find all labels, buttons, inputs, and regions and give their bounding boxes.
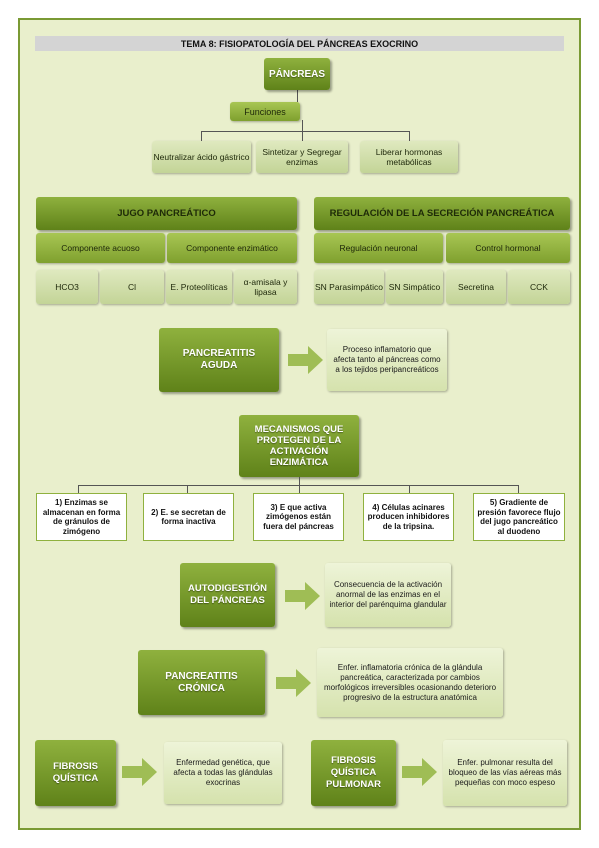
- connector: [187, 485, 188, 493]
- mecanismo-item: 5) Gradiente de presión favorece flujo d…: [473, 493, 565, 541]
- leaf-secretina: Secretina: [446, 270, 506, 304]
- fibrosis-quistica-node: FIBROSIS QUÍSTICA: [35, 740, 116, 806]
- control-hormonal: Control hormonal: [446, 233, 570, 263]
- arrow-right-icon: [402, 758, 437, 786]
- regulacion-neuronal: Regulación neuronal: [314, 233, 443, 263]
- fibrosis-quistica-pulmonar-node: FIBROSIS QUÍSTICA PULMONAR: [311, 740, 396, 806]
- connector: [78, 485, 79, 493]
- mecanismos-node: MECANISMOS QUE PROTEGEN DE LA ACTIVACIÓN…: [239, 415, 359, 477]
- leaf-cl: Cl: [100, 270, 164, 304]
- leaf-cck: CCK: [508, 270, 570, 304]
- arrow-right-icon: [276, 669, 311, 697]
- connector: [518, 485, 519, 493]
- leaf-amilasa-lipasa: α-amisala y lipasa: [234, 270, 297, 304]
- autodigestion-node: AUTODIGESTIÓN DEL PÁNCREAS: [180, 563, 275, 627]
- regulacion-header: REGULACIÓN DE LA SECRECIÓN PANCREÁTICA: [314, 197, 570, 230]
- leaf-sn-simpatico: SN Simpático: [386, 270, 443, 304]
- connector: [297, 90, 298, 102]
- componente-acuoso: Componente acuoso: [36, 233, 165, 263]
- jugo-pancreatico-header: JUGO PANCREÁTICO: [36, 197, 297, 230]
- connector: [201, 131, 202, 141]
- connector: [409, 485, 410, 493]
- pancreatitis-aguda-desc: Proceso inflamatorio que afecta tanto al…: [327, 329, 447, 391]
- funcion-item: Sintetizar y Segregar enzimas: [256, 141, 348, 173]
- mecanismo-item: 4) Células acinares producen inhibidores…: [363, 493, 454, 541]
- mecanismo-item: 2) E. se secretan de forma inactiva: [143, 493, 234, 541]
- arrow-right-icon: [122, 758, 157, 786]
- fibrosis-quistica-desc: Enfermedad genética, que afecta a todas …: [164, 742, 282, 804]
- mecanismo-item: 1) Enzimas se almacenan en forma de grán…: [36, 493, 127, 541]
- connector: [409, 131, 410, 141]
- fibrosis-quistica-pulmonar-desc: Enfer. pulmonar resulta del bloqueo de l…: [443, 740, 567, 806]
- leaf-hco3: HCO3: [36, 270, 98, 304]
- connector: [299, 477, 300, 485]
- pancreatitis-cronica-node: PANCREATITIS CRÓNICA: [138, 650, 265, 715]
- funcion-item: Liberar hormonas metabólicas: [360, 141, 458, 173]
- mecanismo-item: 3) E que activa zimógenos están fuera de…: [253, 493, 344, 541]
- leaf-proteoliticas: E. Proteolíticas: [166, 270, 232, 304]
- leaf-sn-parasimpatico: SN Parasimpático: [314, 270, 384, 304]
- pancreatitis-aguda-node: PANCREATITIS AGUDA: [159, 328, 279, 392]
- connector: [78, 485, 519, 486]
- pancreatitis-cronica-desc: Enfer. inflamatoria crónica de la glándu…: [317, 648, 503, 717]
- connector: [201, 131, 410, 132]
- connector: [299, 485, 300, 493]
- page-title: TEMA 8: FISIOPATOLOGÍA DEL PÁNCREAS EXOC…: [35, 36, 564, 51]
- funciones-node: Funciones: [230, 102, 300, 121]
- arrow-right-icon: [285, 582, 320, 610]
- componente-enzimatico: Componente enzimático: [167, 233, 297, 263]
- arrow-right-icon: [288, 346, 323, 374]
- funcion-item: Neutralizar ácido gástrico: [152, 141, 251, 173]
- connector: [302, 120, 303, 141]
- pancreas-node: PÁNCREAS: [264, 58, 330, 90]
- autodigestion-desc: Consecuencia de la activación anormal de…: [325, 563, 451, 627]
